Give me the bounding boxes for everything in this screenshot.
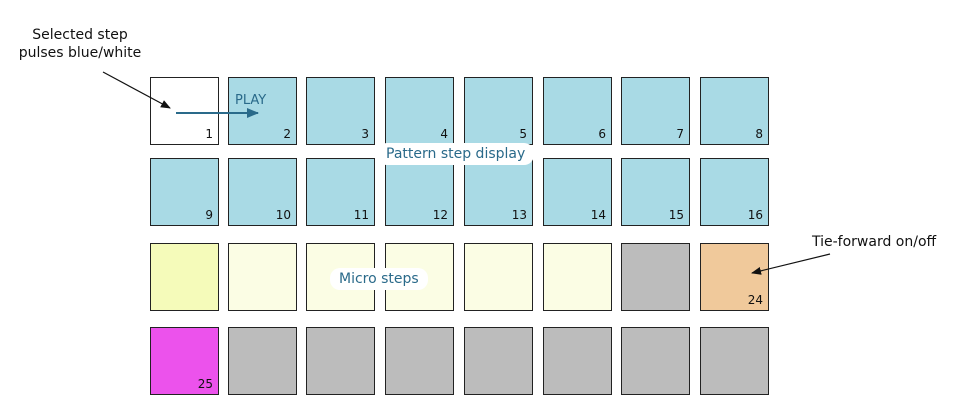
pad-r1-c1[interactable]: 1 — [150, 77, 219, 145]
pad-r1-c4[interactable]: 4 — [385, 77, 454, 145]
pad-r1-c7[interactable]: 7 — [621, 77, 690, 145]
pad-number: 16 — [747, 208, 763, 222]
tie-forward-arrow — [751, 253, 831, 275]
pad-r1-c3[interactable]: 3 — [306, 77, 375, 145]
pad-number: 4 — [440, 127, 448, 141]
pad-r3-c8[interactable]: 24 — [700, 243, 769, 311]
tie-forward-callout: Tie-forward on/off — [812, 234, 937, 250]
pad-number: 5 — [519, 127, 527, 141]
pad-r3-c1[interactable] — [150, 243, 219, 311]
pad-number: 10 — [275, 208, 291, 222]
selected-step-callout-line1: Selected step — [32, 27, 128, 43]
pad-r1-c6[interactable]: 6 — [543, 77, 612, 145]
pad-r2-c7[interactable]: 15 — [621, 158, 690, 226]
pad-number: 1 — [205, 127, 213, 141]
selected-step-arrow — [102, 71, 171, 109]
pad-number: 12 — [432, 208, 448, 222]
pad-r3-c6[interactable] — [543, 243, 612, 311]
pad-number: 3 — [361, 127, 369, 141]
selected-step-callout-line2: pulses blue/white — [18, 45, 142, 61]
pad-number: 13 — [511, 208, 527, 222]
pad-number: 2 — [283, 127, 291, 141]
pad-r4-c8[interactable] — [700, 327, 769, 395]
pad-r4-c3[interactable] — [306, 327, 375, 395]
pad-r2-c8[interactable]: 16 — [700, 158, 769, 226]
pad-r1-c8[interactable]: 8 — [700, 77, 769, 145]
pad-r2-c4[interactable]: 12 — [385, 158, 454, 226]
pad-r1-c2[interactable]: 2 — [228, 77, 297, 145]
pad-number: 14 — [590, 208, 606, 222]
pad-r3-c5[interactable] — [464, 243, 533, 311]
pad-number: 6 — [598, 127, 606, 141]
pad-number: 24 — [747, 293, 763, 307]
pad-r4-c4[interactable] — [385, 327, 454, 395]
pad-number: 9 — [205, 208, 213, 222]
pad-r3-c7[interactable] — [621, 243, 690, 311]
pad-r2-c2[interactable]: 10 — [228, 158, 297, 226]
pad-r2-c1[interactable]: 9 — [150, 158, 219, 226]
pad-r1-c5[interactable]: 5 — [464, 77, 533, 145]
pad-r2-c6[interactable]: 14 — [543, 158, 612, 226]
pad-number: 8 — [755, 127, 763, 141]
pad-number: 25 — [197, 377, 213, 391]
pad-r2-c3[interactable]: 11 — [306, 158, 375, 226]
pad-r4-c5[interactable] — [464, 327, 533, 395]
pad-r4-c2[interactable] — [228, 327, 297, 395]
pad-r4-c1[interactable]: 25 — [150, 327, 219, 395]
pattern-step-display-label: Pattern step display — [377, 143, 535, 165]
pad-number: 7 — [676, 127, 684, 141]
selected-step-callout: Selected step pulses blue/white — [10, 26, 150, 62]
micro-steps-label: Micro steps — [330, 268, 428, 290]
play-label: PLAY — [235, 93, 267, 108]
pad-r3-c2[interactable] — [228, 243, 297, 311]
pad-r4-c7[interactable] — [621, 327, 690, 395]
pad-number: 11 — [353, 208, 369, 222]
pad-r4-c6[interactable] — [543, 327, 612, 395]
pad-number: 15 — [668, 208, 684, 222]
